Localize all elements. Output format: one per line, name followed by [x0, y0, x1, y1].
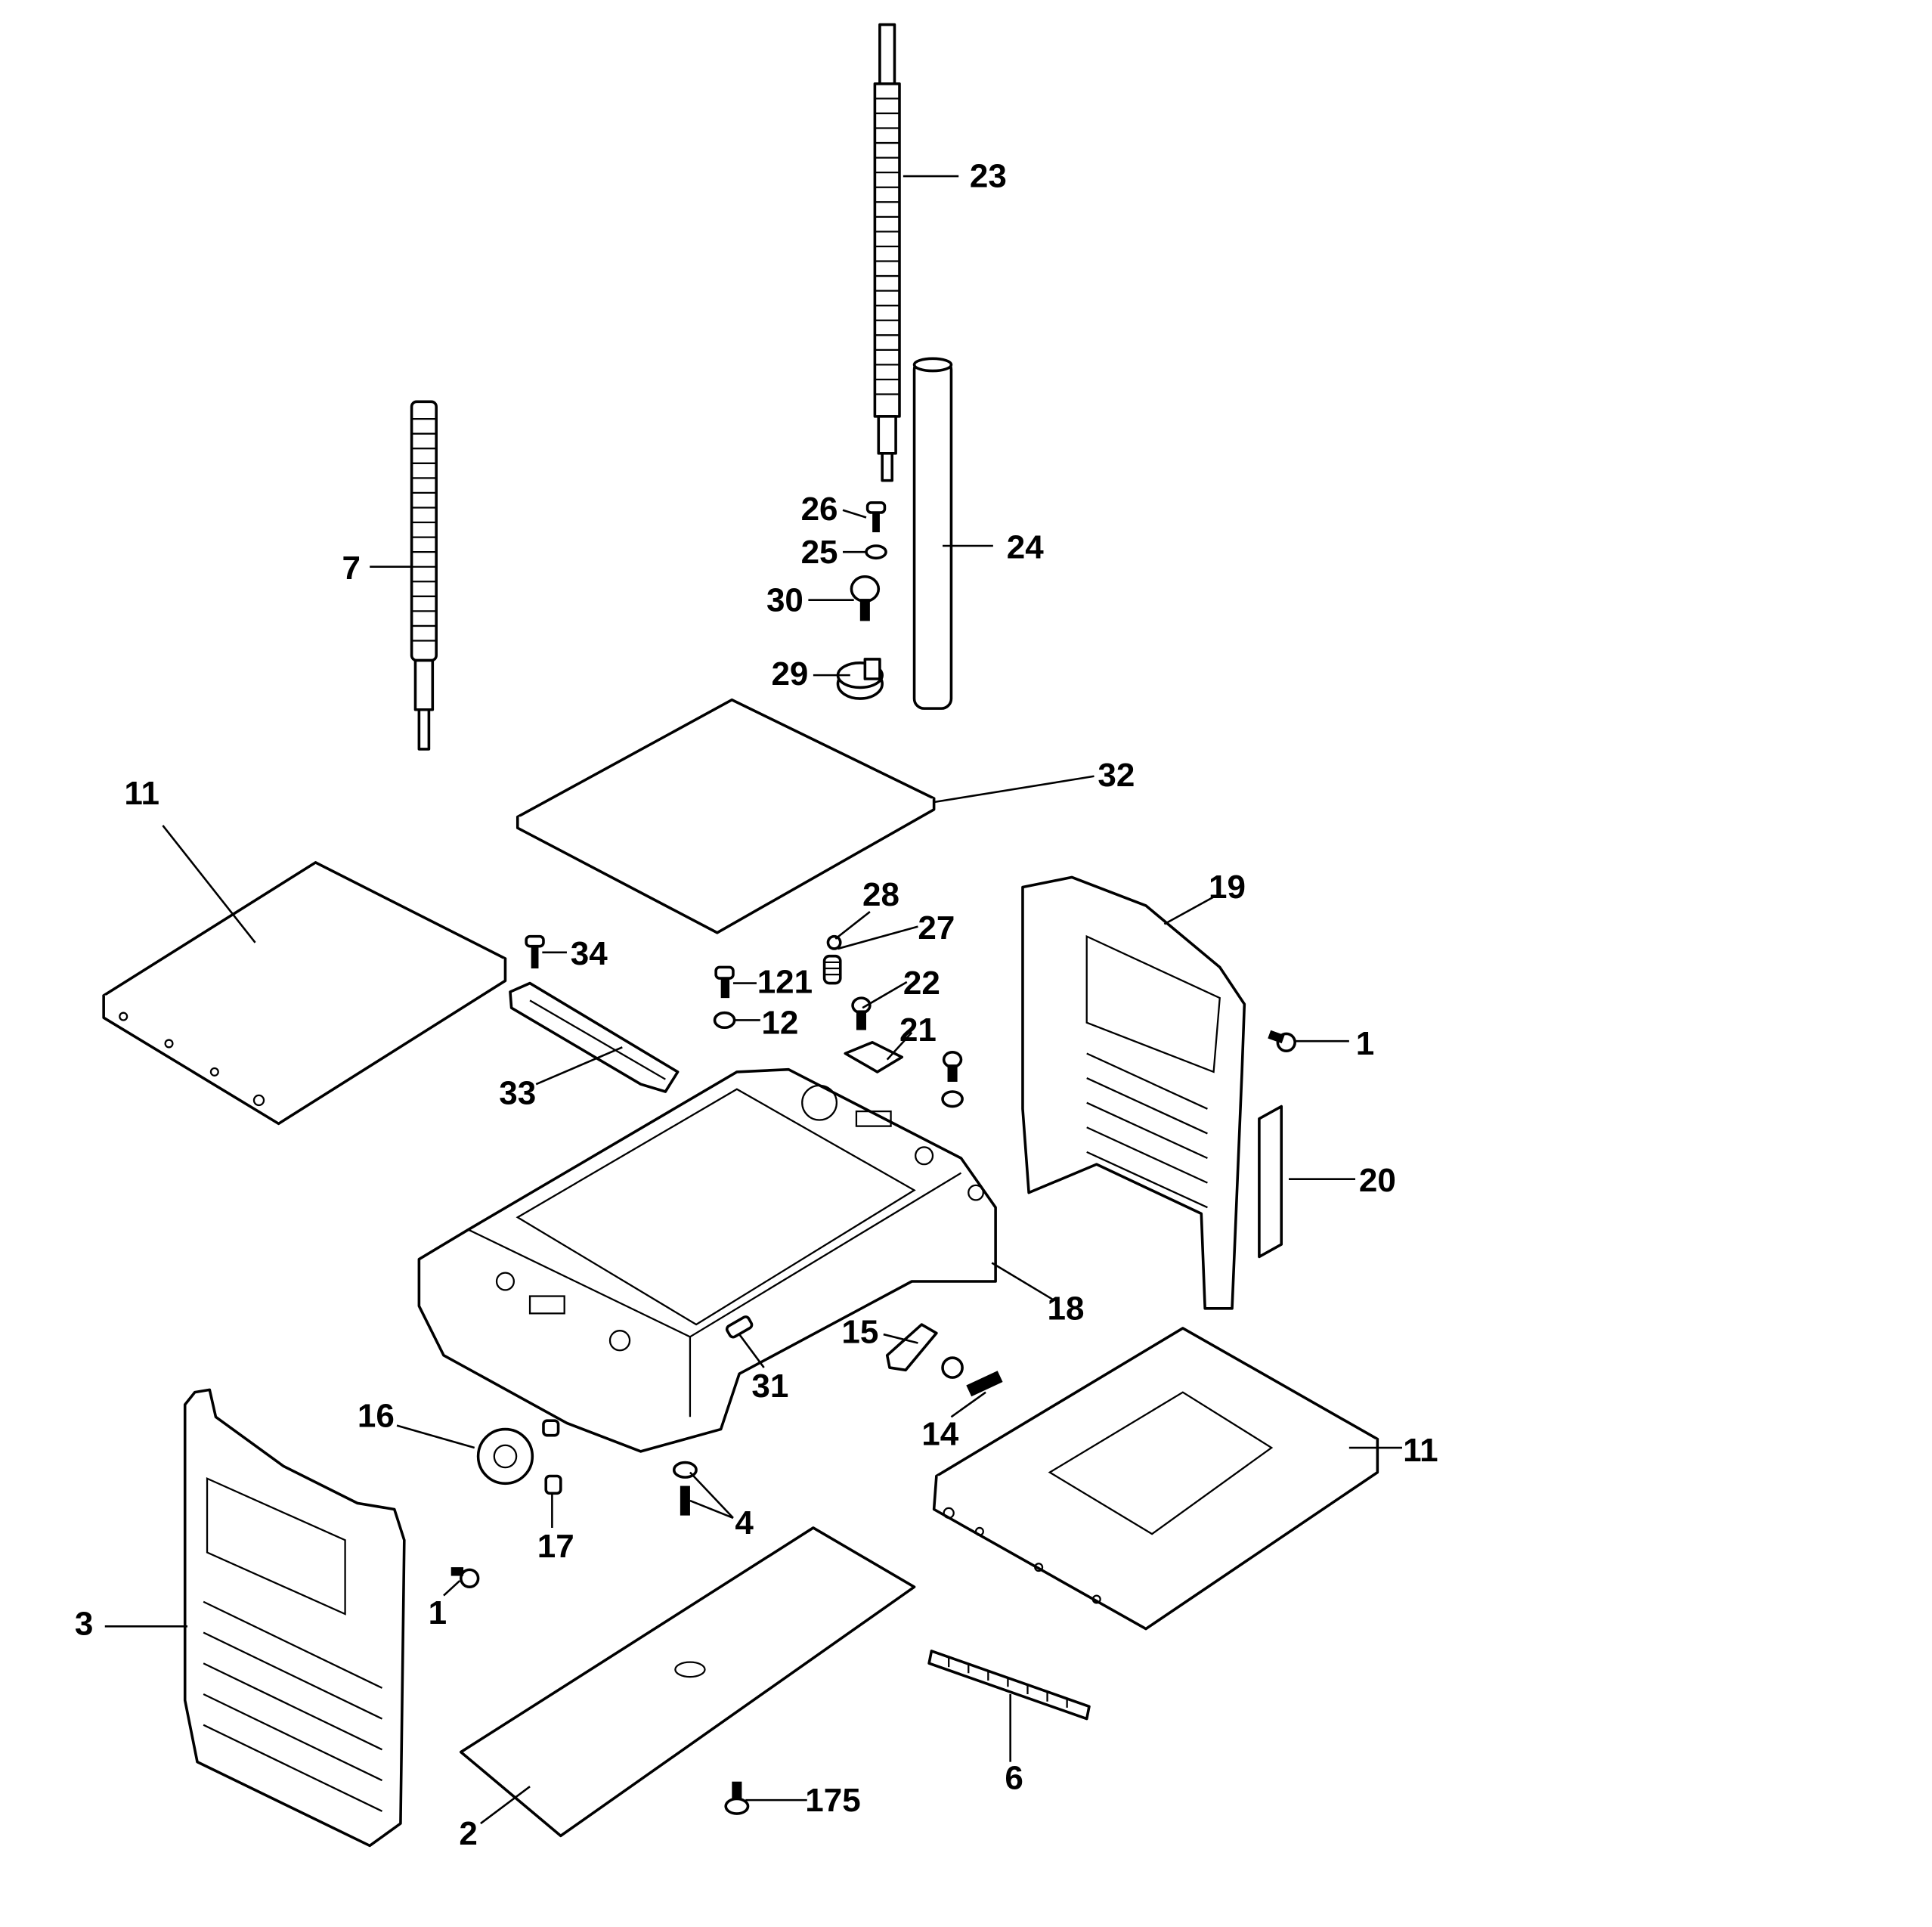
part-121-screw	[714, 965, 735, 999]
part-23-lead-screw	[873, 23, 901, 482]
label-30: 30	[766, 581, 803, 618]
part-15-lever	[885, 1323, 938, 1372]
label-14: 14	[921, 1416, 958, 1453]
label-20: 20	[1359, 1162, 1396, 1199]
part-21-clip	[844, 1041, 904, 1073]
leader-lines	[104, 175, 1402, 1825]
label-32: 32	[1098, 757, 1135, 794]
label-33: 33	[499, 1074, 536, 1111]
label-7: 7	[342, 550, 360, 587]
label-17: 17	[537, 1528, 574, 1565]
label-15: 15	[841, 1313, 878, 1350]
part-26-screw	[865, 501, 887, 533]
part-30-knob-screw	[850, 575, 881, 621]
callout-labels: 23 7 26 25 24 30 29 32 11 28 27 19 34 12…	[75, 158, 1438, 1852]
part-2-bottom-plate	[459, 1526, 916, 1838]
label-28: 28	[862, 876, 899, 913]
part-11-table-right	[932, 1327, 1379, 1631]
part-25-washer	[865, 544, 887, 560]
label-29: 29	[771, 655, 808, 692]
part-18-base	[417, 1067, 997, 1453]
label-121: 121	[757, 964, 813, 1001]
part-17-set-screw	[542, 1419, 562, 1495]
label-27: 27	[918, 909, 955, 946]
label-6: 6	[1005, 1759, 1023, 1796]
part-16-sprocket	[476, 1427, 534, 1486]
label-1-right: 1	[1356, 1025, 1374, 1062]
part-22-screw	[851, 996, 872, 1030]
part-4-screw-washer	[672, 1461, 698, 1516]
part-29-gear-nut	[836, 658, 884, 700]
part-32-cover-plate	[516, 698, 936, 934]
part-33-bracket	[509, 981, 680, 1093]
label-18: 18	[1048, 1290, 1085, 1328]
part-1-screw-left	[450, 1567, 480, 1588]
part-12-nut	[713, 1011, 736, 1030]
label-26: 26	[801, 491, 838, 528]
part-11-table-left	[102, 861, 507, 1126]
part-31-screw	[725, 1315, 754, 1339]
label-2: 2	[459, 1815, 477, 1852]
part-1-screw-right	[1268, 1030, 1296, 1053]
part-24-column	[912, 357, 953, 710]
label-19: 19	[1209, 869, 1246, 906]
part-175-screw	[724, 1781, 750, 1815]
part-28-ball	[826, 934, 842, 950]
label-3: 3	[75, 1606, 93, 1643]
part-20-label	[1258, 1104, 1283, 1259]
part-6-chain	[927, 1650, 1091, 1721]
label-4: 4	[735, 1504, 754, 1541]
part-14-screw-washer	[941, 1356, 1003, 1397]
label-25: 25	[801, 534, 838, 571]
part-19-side-cover	[1021, 875, 1246, 1310]
label-11-left: 11	[124, 775, 159, 812]
label-16: 16	[358, 1397, 395, 1434]
label-22: 22	[903, 965, 940, 1002]
extra-screw-nut	[941, 1051, 964, 1108]
label-21: 21	[899, 1012, 937, 1049]
label-12: 12	[761, 1004, 798, 1041]
part-34-screw	[525, 934, 545, 969]
label-34: 34	[571, 935, 608, 972]
label-23: 23	[970, 158, 1007, 195]
label-24: 24	[1007, 528, 1044, 565]
label-1-left: 1	[429, 1594, 447, 1631]
label-11-right: 11	[1403, 1432, 1438, 1469]
part-7-lead-screw	[410, 400, 438, 751]
label-175: 175	[805, 1782, 860, 1819]
part-3-side-cover	[183, 1388, 406, 1848]
label-31: 31	[751, 1368, 788, 1405]
part-27-spring	[822, 954, 842, 985]
